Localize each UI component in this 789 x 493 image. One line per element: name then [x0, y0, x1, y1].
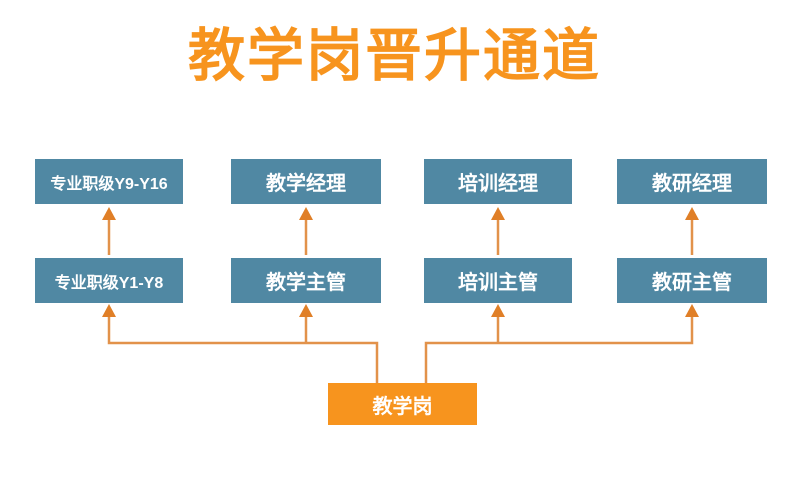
node-rank-y9-y16: 专业职级Y9-Y16 [35, 159, 183, 204]
node-training-supervisor: 培训主管 [424, 258, 572, 303]
node-research-supervisor: 教研主管 [617, 258, 767, 303]
node-research-manager: 教研经理 [617, 159, 767, 204]
connector-paths [107, 219, 694, 383]
node-training-manager: 培训经理 [424, 159, 572, 204]
node-teaching-post: 教学岗 [328, 383, 477, 425]
node-teaching-supervisor: 教学主管 [231, 258, 381, 303]
node-rank-y1-y8: 专业职级Y1-Y8 [35, 258, 183, 303]
arrowheads [102, 207, 699, 317]
node-teaching-manager: 教学经理 [231, 159, 381, 204]
page-title: 教学岗晋升通道 [188, 24, 601, 88]
